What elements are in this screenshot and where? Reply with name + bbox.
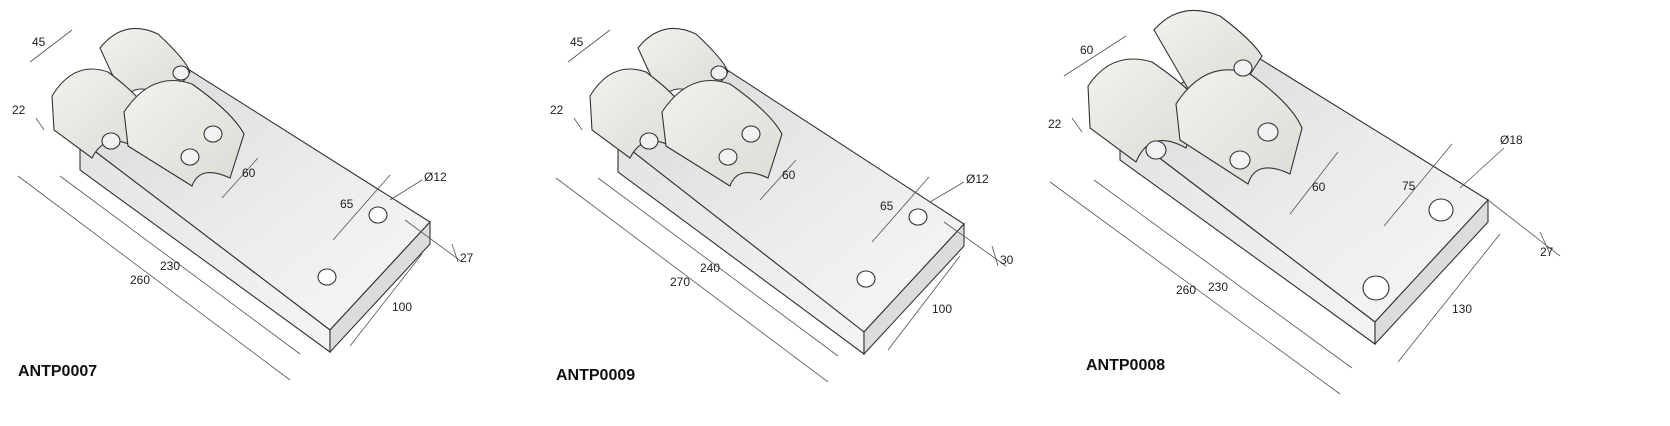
dim-length-inner: 240: [700, 261, 720, 275]
dim-width: 100: [392, 300, 412, 314]
dim-pad-offset: 22: [1048, 117, 1062, 131]
dimension-lines: [1049, 35, 1561, 395]
plate-end-face: [329, 220, 431, 354]
part-code: ANTP0008: [1086, 357, 1165, 374]
mounting-hole: [908, 208, 928, 226]
dim-length-outer: 270: [670, 275, 690, 289]
dim-length-outer: 260: [1176, 283, 1196, 297]
pad-rivet: [1229, 150, 1251, 170]
brake-pads: [51, 27, 245, 187]
dim-thickness: 27: [1540, 245, 1554, 259]
part-code: ANTP0009: [556, 367, 635, 384]
dim-hole-diameter: Ø18: [1500, 133, 1523, 147]
dim-pad-width: 45: [32, 35, 46, 49]
mounting-hole: [1362, 275, 1390, 301]
pad-rivet: [718, 148, 738, 166]
mounting-hole: [856, 270, 876, 288]
drawing-antp0008: 60 22 260 230 60 75 Ø18 27 130 ANTP0008: [1048, 9, 1561, 395]
pad-rivet: [180, 148, 200, 166]
drawing-antp0007: 45 22 260 230 60 65 Ø12 27 100 ANTP0007: [12, 27, 474, 381]
dim-pad-offset: 22: [550, 103, 564, 117]
drawing-antp0009: 45 22 270 240 60 65 Ø12 30 100 ANTP0009: [550, 27, 1014, 384]
pad-rivet: [1257, 122, 1279, 142]
dim-pad-width: 45: [570, 35, 584, 49]
pad-rivet: [172, 65, 190, 81]
dimension-labels: 45 22 270 240 60 65 Ø12 30 100: [550, 35, 1014, 316]
brake-pads: [589, 27, 783, 187]
pad-rivet: [639, 132, 659, 150]
dim-hole-spacing-long: 60: [782, 168, 796, 182]
dimension-lines: [555, 29, 1007, 383]
pad-rivet: [1145, 140, 1167, 160]
dim-length-outer: 260: [130, 273, 150, 287]
pad-rivet: [101, 132, 121, 150]
dimension-labels: 45 22 260 230 60 65 Ø12 27 100: [12, 35, 474, 314]
dim-hole-spacing-long: 60: [1312, 180, 1326, 194]
part-code: ANTP0007: [18, 363, 97, 380]
dim-pad-width: 60: [1080, 43, 1094, 57]
plate-end-face: [863, 222, 965, 356]
dim-pad-offset: 22: [12, 103, 26, 117]
dim-length-inner: 230: [1208, 280, 1228, 294]
dim-hole-spacing-long: 60: [242, 166, 256, 180]
dimension-lines: [17, 29, 463, 381]
pad-rivet: [741, 125, 761, 143]
dim-length-inner: 230: [160, 259, 180, 273]
dimension-labels: 60 22 260 230 60 75 Ø18 27 130: [1048, 43, 1554, 316]
dim-width: 100: [932, 302, 952, 316]
dim-hole-spacing-short: 65: [880, 199, 894, 213]
dim-hole-spacing-short: 75: [1402, 179, 1416, 193]
dim-hole-diameter: Ø12: [966, 172, 989, 186]
dim-thickness: 27: [460, 251, 474, 265]
mounting-hole: [1428, 198, 1454, 222]
pad-rivet: [710, 65, 728, 81]
dim-width: 130: [1452, 302, 1472, 316]
pad-rivet: [1233, 59, 1253, 77]
brake-pad: [123, 80, 245, 187]
dim-thickness: 30: [1000, 253, 1014, 267]
mounting-hole: [368, 206, 388, 224]
mounting-hole: [317, 268, 337, 286]
plate-end-face: [1374, 198, 1489, 346]
brake-pads: [1087, 9, 1303, 185]
brake-pad: [1175, 69, 1303, 185]
brake-pad: [661, 80, 783, 187]
dim-hole-spacing-short: 65: [340, 197, 354, 211]
pad-rivet: [203, 125, 223, 143]
dim-hole-diameter: Ø12: [424, 170, 447, 184]
